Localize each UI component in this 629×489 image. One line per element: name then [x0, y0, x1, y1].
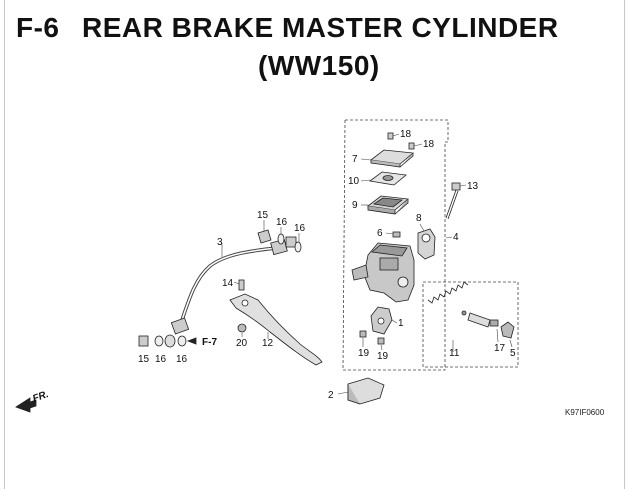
- left-border-line: [4, 0, 5, 489]
- leader-lines: [221, 133, 513, 395]
- diaphragm-plate-10-part: [369, 171, 407, 186]
- section-title: REAR BRAKE MASTER CYLINDER: [82, 12, 559, 43]
- callout-18-top: 18: [400, 129, 412, 140]
- callout-9: 9: [352, 200, 358, 211]
- cross-ref-arrow-icon: [186, 337, 197, 345]
- piston-kit-outline: [422, 281, 519, 368]
- joint-8-part: [417, 228, 436, 260]
- callout-16-upper-left: 16: [276, 217, 288, 228]
- page-title: F-6 REAR BRAKE MASTER CYLINDER: [16, 12, 559, 44]
- callout-16-lower-left: 16: [155, 354, 167, 365]
- banjo-bolt-15-lower-part: [138, 335, 149, 347]
- callout-7: 7: [352, 154, 358, 165]
- section-code: F-6: [16, 12, 60, 43]
- callout-19-right: 19: [377, 351, 389, 362]
- callout-1: 1: [398, 318, 404, 329]
- assembly-group-outline: [342, 119, 449, 371]
- diaphragm-9-part: [367, 195, 409, 215]
- master-cylinder-body-part: [351, 242, 415, 303]
- bolt-13-part: [445, 182, 461, 220]
- callout-15-lower: 15: [138, 354, 150, 365]
- callout-3: 3: [217, 237, 223, 248]
- callout-5: 5: [510, 348, 516, 359]
- callout-13: 13: [467, 181, 479, 192]
- callout-18-second: 18: [423, 139, 435, 150]
- direction-label: FR.: [31, 389, 50, 405]
- callout-16-upper-right: 16: [294, 223, 306, 234]
- bolt-6-part: [392, 231, 401, 238]
- brake-lever-12-part: [229, 293, 323, 366]
- callout-4: 4: [453, 232, 459, 243]
- callout-14: 14: [222, 278, 234, 289]
- callout-11: 11: [449, 348, 460, 359]
- cross-ref-label: F-7: [202, 337, 217, 348]
- boot-17-part: [500, 321, 515, 339]
- callout-19-left: 19: [358, 348, 370, 359]
- bracket-1-part: [370, 306, 393, 335]
- callout-15-upper: 15: [257, 210, 269, 221]
- washer-16-lower-part: [154, 334, 187, 348]
- bolt-19-part: [359, 330, 385, 345]
- callout-16-lower-right: 16: [176, 354, 188, 365]
- cover-2-part: [347, 377, 385, 405]
- callout-10: 10: [348, 176, 360, 187]
- callout-2: 2: [328, 390, 334, 401]
- model-subtitle: (WW150): [258, 50, 380, 81]
- callout-12: 12: [262, 338, 274, 349]
- right-border-line: [624, 0, 625, 489]
- bolt-14-part: [238, 279, 245, 291]
- callout-17: 17: [494, 343, 506, 354]
- callout-20: 20: [236, 338, 248, 349]
- callout-8: 8: [416, 213, 422, 224]
- figure-code: K97IF0600: [565, 408, 605, 417]
- washer-16-upper-part: [277, 233, 302, 253]
- piston-kit-11-part: [427, 281, 499, 328]
- direction-arrow-icon: [15, 397, 37, 413]
- banjo-bolt-15-upper-part: [257, 229, 272, 244]
- reservoir-cap-7-part: [369, 149, 414, 168]
- nut-20-part: [237, 323, 247, 333]
- callout-labels: 18 18 7 10 9 6 13 8 4 1 11 17 5 19 19 15…: [31, 129, 516, 405]
- callout-6: 6: [377, 228, 383, 239]
